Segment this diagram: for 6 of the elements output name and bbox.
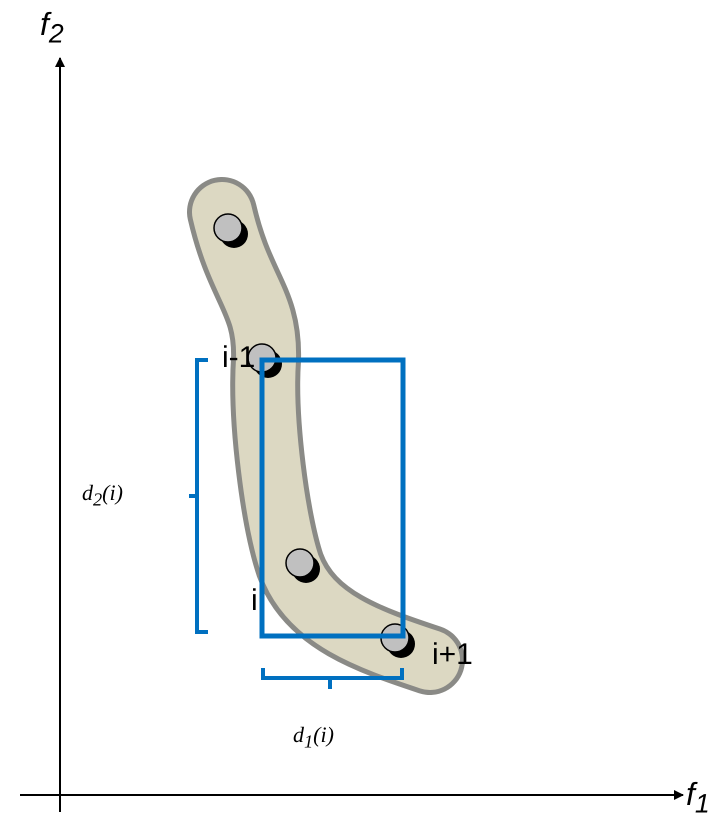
point-label: i+1 (432, 640, 473, 670)
point-label: i (251, 586, 258, 616)
distance-label: d$_{2}$(i) (82, 482, 123, 509)
axis-label: f$_{2}$ (40, 8, 64, 48)
axis-label: f$_{1}$ (686, 778, 710, 818)
distance-label: d$_{1}$(i) (293, 724, 334, 751)
